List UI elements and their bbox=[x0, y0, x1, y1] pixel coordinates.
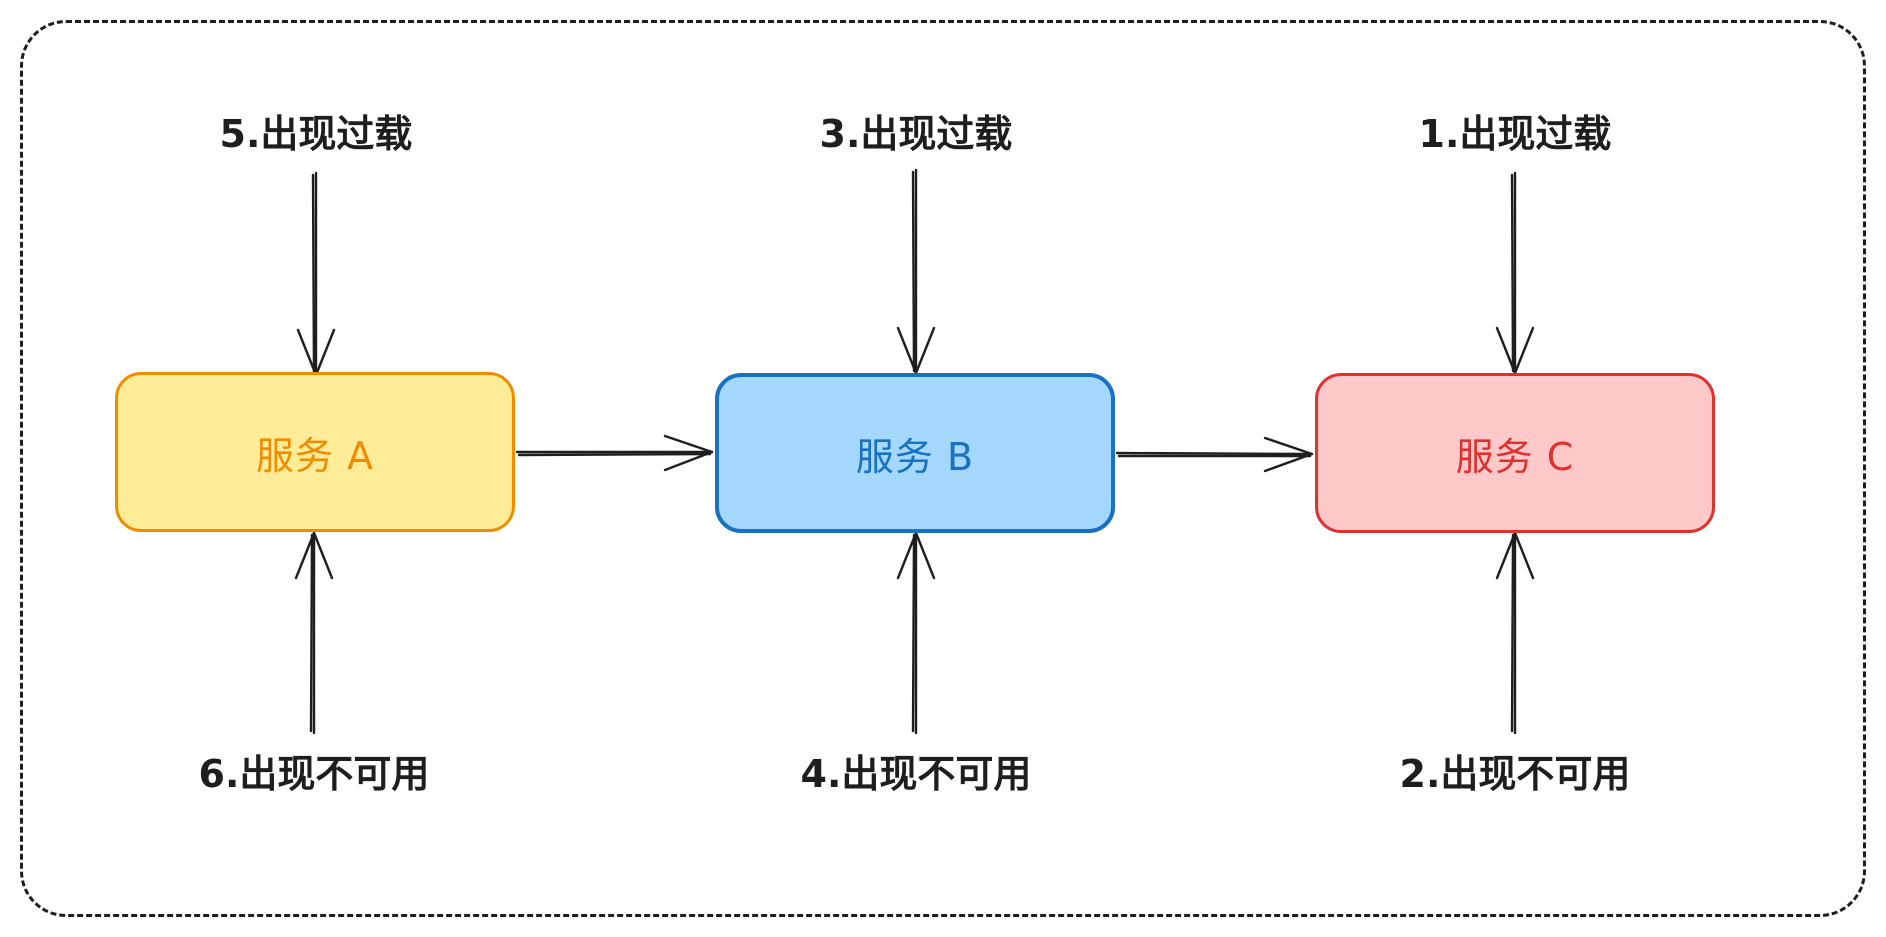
arrow-shaft-sketch bbox=[1510, 533, 1515, 733]
arrow-shaft-sketch bbox=[309, 533, 314, 733]
arrow-head bbox=[663, 434, 714, 472]
arrow-head bbox=[896, 531, 936, 580]
overload-arrow-c bbox=[1495, 171, 1535, 375]
overload-label-b: 3.出现过载 bbox=[819, 112, 1013, 156]
unavailable-label-c: 2.出现不可用 bbox=[1399, 752, 1631, 796]
arrow-shaft-sketch bbox=[517, 452, 712, 457]
arrow-shaft-sketch bbox=[311, 173, 316, 375]
edge-arrow-b-to-c bbox=[1115, 436, 1314, 473]
service-a-label: 服务 A bbox=[255, 433, 375, 478]
service-a-box: 服务 A bbox=[115, 372, 515, 532]
overload-label-a: 5.出现过载 bbox=[219, 112, 413, 156]
edge-arrow-a-to-b bbox=[515, 434, 714, 472]
service-c-label: 服务 C bbox=[1455, 434, 1575, 479]
unavailable-arrow-c bbox=[1495, 531, 1535, 735]
arrow-head bbox=[1263, 436, 1314, 473]
arrow-shaft-sketch bbox=[911, 533, 916, 733]
service-b-label: 服务 B bbox=[855, 434, 975, 479]
unavailable-label-a: 6.出现不可用 bbox=[198, 752, 430, 796]
service-c-box: 服务 C bbox=[1315, 373, 1715, 533]
service-b-box: 服务 B bbox=[715, 373, 1115, 533]
arrow-shaft-sketch bbox=[911, 170, 916, 373]
arrow-head bbox=[1495, 531, 1535, 580]
unavailable-arrow-a bbox=[294, 531, 334, 735]
unavailable-arrow-b bbox=[896, 531, 936, 735]
dashed-boundary-frame bbox=[20, 20, 1866, 917]
arrow-shaft bbox=[1115, 451, 1314, 456]
overload-label-c: 1.出现过载 bbox=[1418, 112, 1612, 156]
arrow-shaft-sketch bbox=[1510, 173, 1515, 373]
arrow-head bbox=[294, 531, 334, 580]
overload-arrow-b bbox=[896, 168, 936, 375]
unavailable-label-b: 4.出现不可用 bbox=[800, 752, 1032, 796]
overload-arrow-a bbox=[296, 171, 336, 377]
